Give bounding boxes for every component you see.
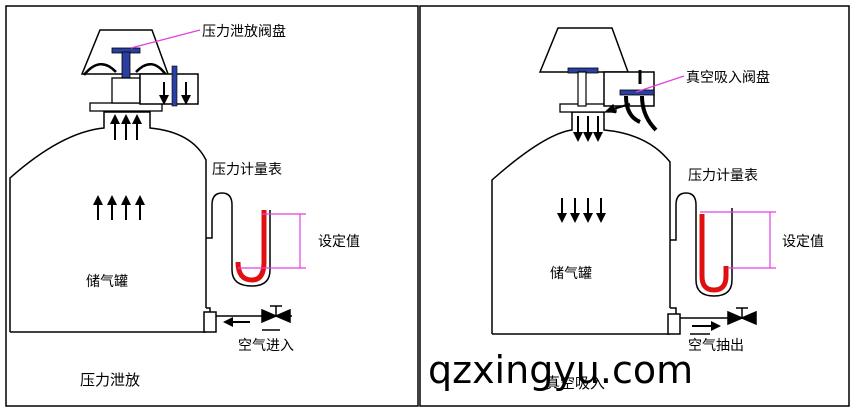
left-valve-leader — [130, 29, 201, 49]
right-outlet-label: 空气抽出 — [688, 338, 744, 354]
right-tank-arrows — [557, 198, 606, 223]
left-panel: 压力泄放阀盘 储气罐 压力计量表 设定值 — [9, 23, 360, 389]
left-neck-arrows — [110, 114, 142, 140]
watermark-text: qzxingyu.com — [428, 348, 693, 392]
left-inlet-label: 空气进入 — [238, 338, 294, 354]
left-caption: 压力泄放 — [80, 371, 140, 389]
right-set-value-dimension — [700, 211, 776, 269]
left-set-value-label: 设定值 — [318, 234, 360, 250]
right-valve-label: 真空吸入阀盘 — [686, 69, 770, 86]
right-caption: 真空吸入 — [545, 374, 605, 392]
left-panel-frame — [5, 5, 419, 407]
left-tank-arrows — [93, 195, 145, 220]
right-panel: 真空吸入阀盘 储气罐 压力计量表 设定值 — [491, 27, 824, 392]
left-inlet-pipe — [203, 305, 292, 333]
left-tank-body — [9, 111, 207, 332]
right-vacuum-valve — [538, 27, 658, 132]
right-valve-leader — [635, 75, 685, 93]
left-valve-label: 压力泄放阀盘 — [202, 23, 286, 40]
right-outlet-pipe — [667, 307, 757, 335]
right-set-value-label: 设定值 — [782, 234, 824, 250]
left-tank-label: 储气罐 — [86, 274, 128, 290]
right-tank-label: 储气罐 — [550, 266, 592, 282]
left-set-value-dimension — [238, 213, 306, 269]
right-tank-body — [491, 111, 671, 334]
right-gauge-label: 压力计量表 — [688, 168, 758, 184]
left-relief-valve — [80, 29, 199, 107]
left-gauge-label: 压力计量表 — [212, 162, 282, 178]
left-manometer — [206, 192, 271, 287]
right-manometer — [670, 192, 733, 297]
right-panel-frame — [419, 5, 850, 407]
right-neck-arrows — [573, 116, 603, 142]
